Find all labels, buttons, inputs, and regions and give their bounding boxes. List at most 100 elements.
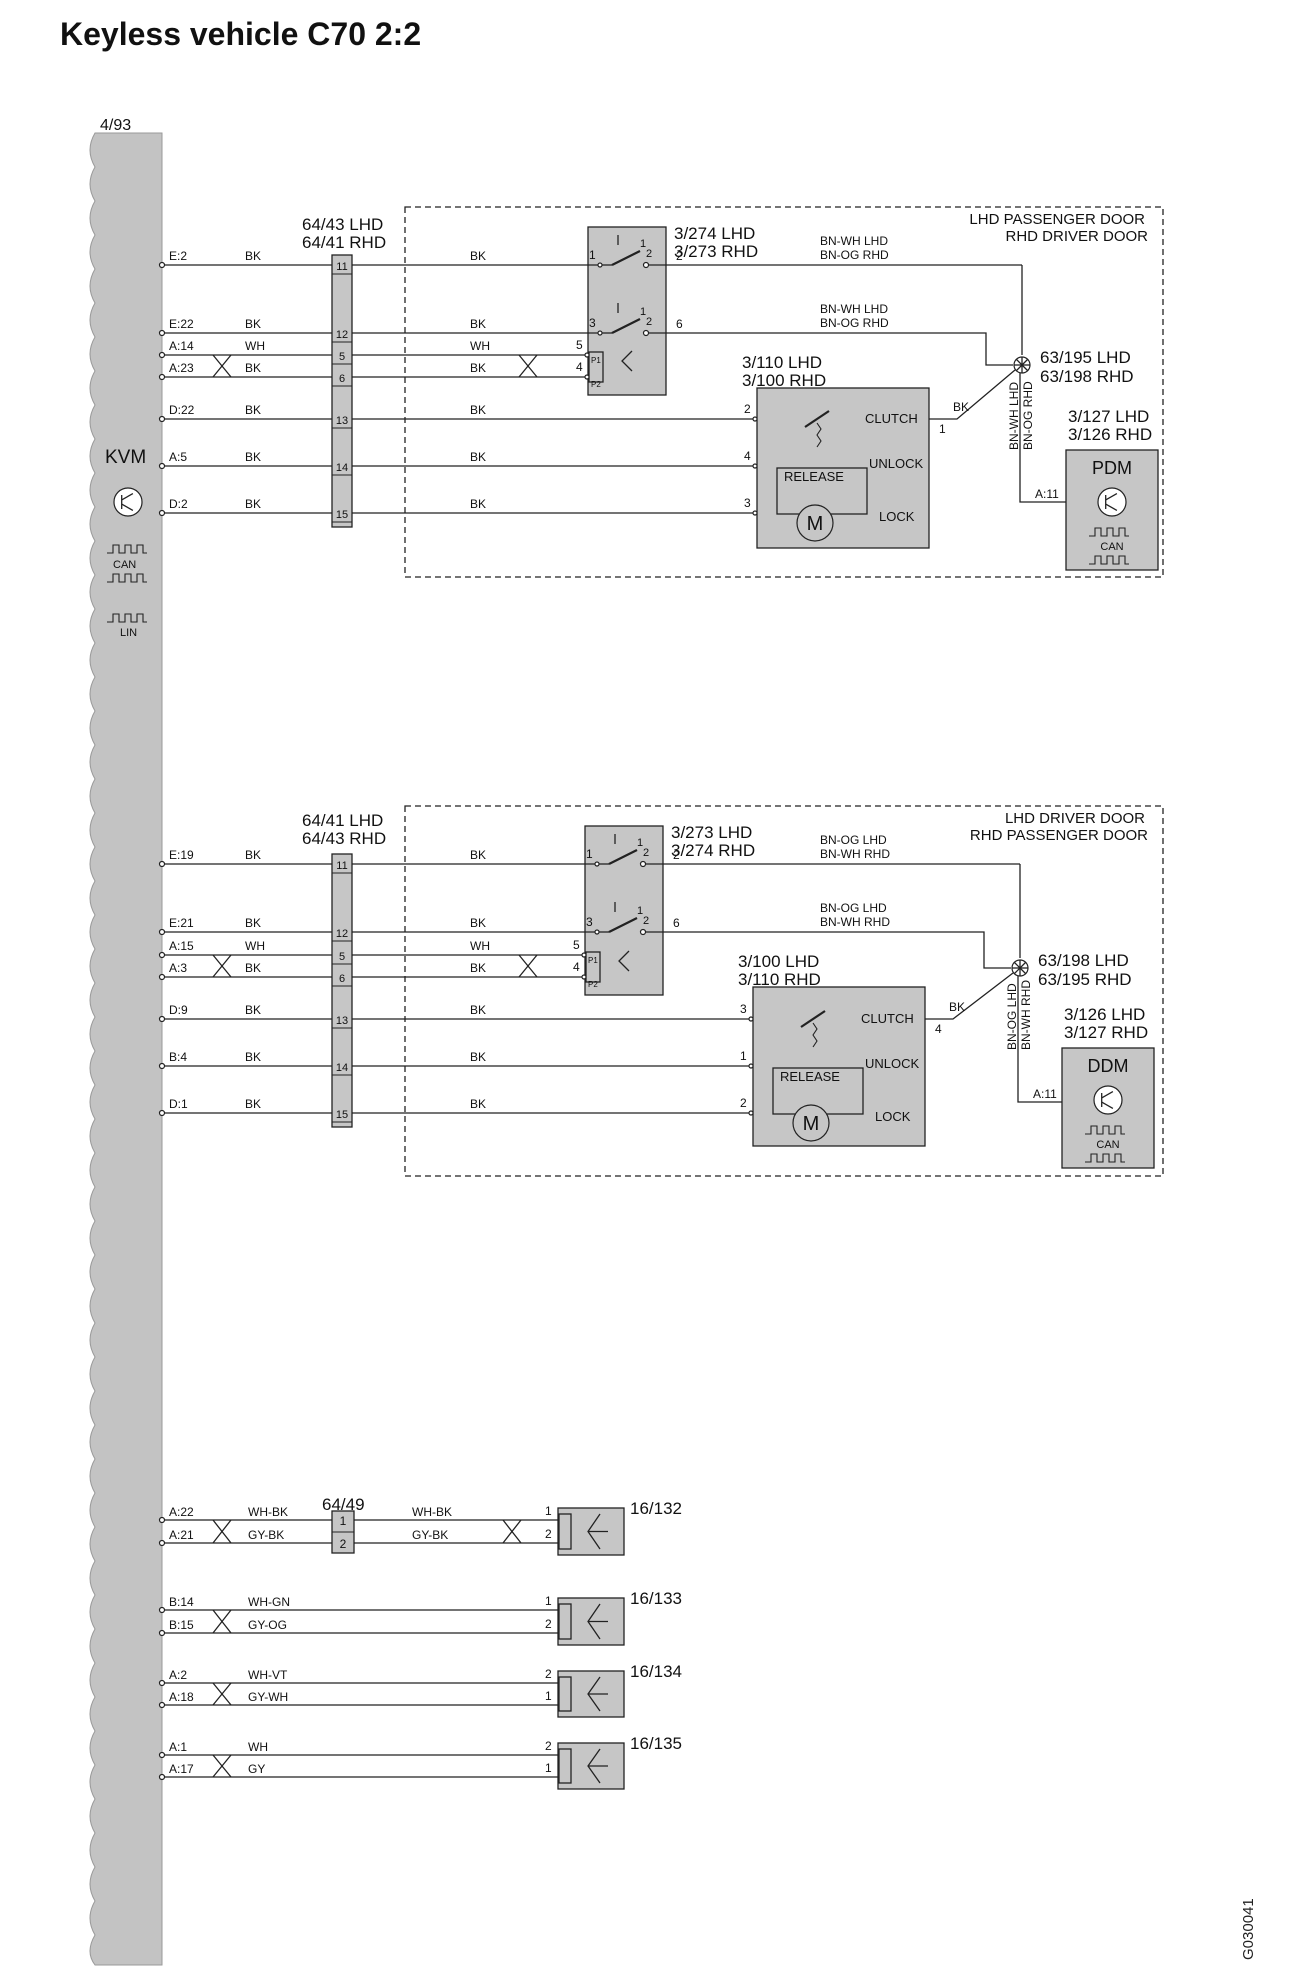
- twisted-pair-mark: [212, 1609, 232, 1634]
- upper-kvm-pin-label: A:5: [169, 450, 187, 464]
- lower-switch-terminal: [639, 860, 647, 868]
- upper-port-p2: P2: [591, 380, 601, 389]
- lower-kvm-pin-label: A:3: [169, 961, 187, 975]
- wire-color: GY-BK: [412, 1528, 448, 1542]
- lower-unlock-label: UNLOCK: [865, 1056, 920, 1071]
- upper-kvm-pin: [158, 261, 166, 269]
- lower-device-pin: [594, 861, 600, 867]
- kvm-pin-label: A:1: [169, 1740, 187, 1754]
- upper-clutch-spring: [816, 422, 822, 448]
- lower-wire-label-b1: BN-OG LHD: [820, 901, 887, 915]
- lower-kvm-pin: [158, 973, 166, 981]
- upper-wire-color: BK: [245, 317, 261, 331]
- lower-switch-out-pin: 2: [673, 848, 680, 862]
- lower-module-transistor-icon-collector: [1101, 1091, 1114, 1099]
- lower-door-label-1: LHD DRIVER DOOR: [1005, 810, 1145, 827]
- twisted-pair-mark: [518, 354, 538, 378]
- lower-module-label-1: 3/126 LHD: [1064, 1005, 1145, 1024]
- device-pin-label: 2: [545, 1739, 552, 1753]
- lower-wire-color: BK: [470, 1097, 486, 1111]
- upper-connector-label-1: 64/43 LHD: [302, 215, 383, 234]
- upper-kvm-pin-label: D:22: [169, 403, 195, 417]
- lower-device-pin: [748, 1063, 754, 1069]
- can-bus-icon: [107, 573, 147, 583]
- upper-switch-terminal: [642, 329, 650, 337]
- lower-wire-color: BK: [470, 916, 486, 930]
- upper-switch-box: [587, 226, 667, 396]
- lower-device-pin-label: 3: [586, 915, 593, 929]
- lower-module-transistor-icon: [1093, 1085, 1123, 1115]
- kvm-pin: [158, 1679, 166, 1687]
- kvm-module-bar: [89, 132, 163, 1966]
- upper-module-transistor-icon: [1097, 487, 1127, 517]
- upper-device-pin-label: 1: [589, 248, 596, 262]
- lower-module-transistor-icon-emitter: [1101, 1101, 1114, 1109]
- antenna-port-block: [558, 1676, 572, 1712]
- lower-motor-m-label: M: [803, 1113, 820, 1135]
- antenna-ref-label: 16/134: [630, 1662, 682, 1681]
- upper-wire-color: BK: [245, 361, 261, 375]
- upper-kvm-pin-label: E:22: [169, 317, 194, 331]
- lower-sensor-port: [585, 951, 601, 983]
- upper-wire: [649, 332, 1013, 366]
- upper-switch-blade: [611, 250, 641, 266]
- kvm-pin-label: A:21: [169, 1528, 194, 1542]
- lower-connector-label-2: 64/43 RHD: [302, 829, 386, 848]
- upper-motor-circle: [796, 504, 834, 542]
- lower-connector-pin: 5: [339, 951, 345, 963]
- upper-device-pin-label: 3: [744, 496, 751, 510]
- antenna-port-block: [558, 1603, 572, 1640]
- lower-wire-color: BK: [470, 1003, 486, 1017]
- upper-release-label: RELEASE: [784, 469, 844, 484]
- upper-switch-pos: 2: [646, 316, 652, 328]
- upper-wire-label-a1: BN-WH LHD: [820, 234, 888, 248]
- lower-connector-pin: 15: [336, 1109, 348, 1121]
- upper-kvm-pin: [158, 509, 166, 517]
- lower-clutch-spring: [812, 1022, 818, 1048]
- antenna-connector-label: 64/49: [322, 1495, 365, 1514]
- lower-connector-pin: 11: [336, 860, 347, 872]
- kvm-pin-label: A:22: [169, 1505, 194, 1519]
- lower-port-p1: P1: [588, 956, 598, 965]
- upper-motor-label-1: 3/110 LHD: [742, 353, 822, 372]
- upper-device-pin-label: 5: [576, 338, 583, 352]
- upper-wire-color: BK: [245, 403, 261, 417]
- lower-wire-color: WH: [245, 939, 265, 953]
- kvm-pin: [158, 1773, 166, 1781]
- twisted-pair-mark: [212, 954, 232, 978]
- kvm-pin: [158, 1539, 166, 1547]
- page-title: Keyless vehicle C70 2:2: [60, 16, 422, 52]
- lower-switch-blade: [608, 917, 638, 933]
- lower-switch-label-2: 3/274 RHD: [671, 841, 755, 860]
- device-pin-label: 1: [545, 1594, 552, 1608]
- lower-module-label-2: 3/127 RHD: [1064, 1023, 1148, 1042]
- lower-wire-label-b2: BN-WH RHD: [820, 915, 890, 929]
- lower-device-pin: [748, 1016, 754, 1022]
- upper-switch-pos: 2: [646, 248, 652, 260]
- lower-kvm-pin: [158, 860, 166, 868]
- lower-kvm-pin-label: D:9: [169, 1003, 188, 1017]
- lower-wire: [1017, 976, 1062, 1103]
- lower-wire-color: BK: [245, 1003, 261, 1017]
- device-pin-label: 1: [545, 1504, 552, 1518]
- upper-module-pin-label: A:11: [1035, 487, 1059, 501]
- lower-device-pin-label: 1: [740, 1049, 747, 1063]
- lower-wire: [925, 972, 1014, 1020]
- upper-wire-color: BK: [470, 497, 486, 511]
- lower-lock-label: LOCK: [875, 1109, 911, 1124]
- kvm-pin-label: B:14: [169, 1595, 194, 1609]
- lower-module-can-label: CAN: [1096, 1139, 1119, 1151]
- lower-wire-color: BK: [245, 916, 261, 930]
- lower-switch-out-pin: 6: [673, 916, 680, 930]
- lower-module-can-icon: [1085, 1125, 1125, 1135]
- twisted-pair-mark: [518, 954, 538, 978]
- upper-lock-label: LOCK: [879, 509, 915, 524]
- device-pin-label: 2: [545, 1667, 552, 1681]
- upper-kvm-pin-label: A:23: [169, 361, 194, 375]
- upper-clutch-label: CLUTCH: [865, 411, 918, 426]
- upper-port-p1: P1: [591, 356, 601, 365]
- lower-module-name: DDM: [1088, 1056, 1129, 1076]
- lower-device-pin-label: 1: [586, 847, 593, 861]
- upper-wire-label-a2: BN-OG RHD: [820, 248, 889, 262]
- lower-kvm-pin: [158, 1015, 166, 1023]
